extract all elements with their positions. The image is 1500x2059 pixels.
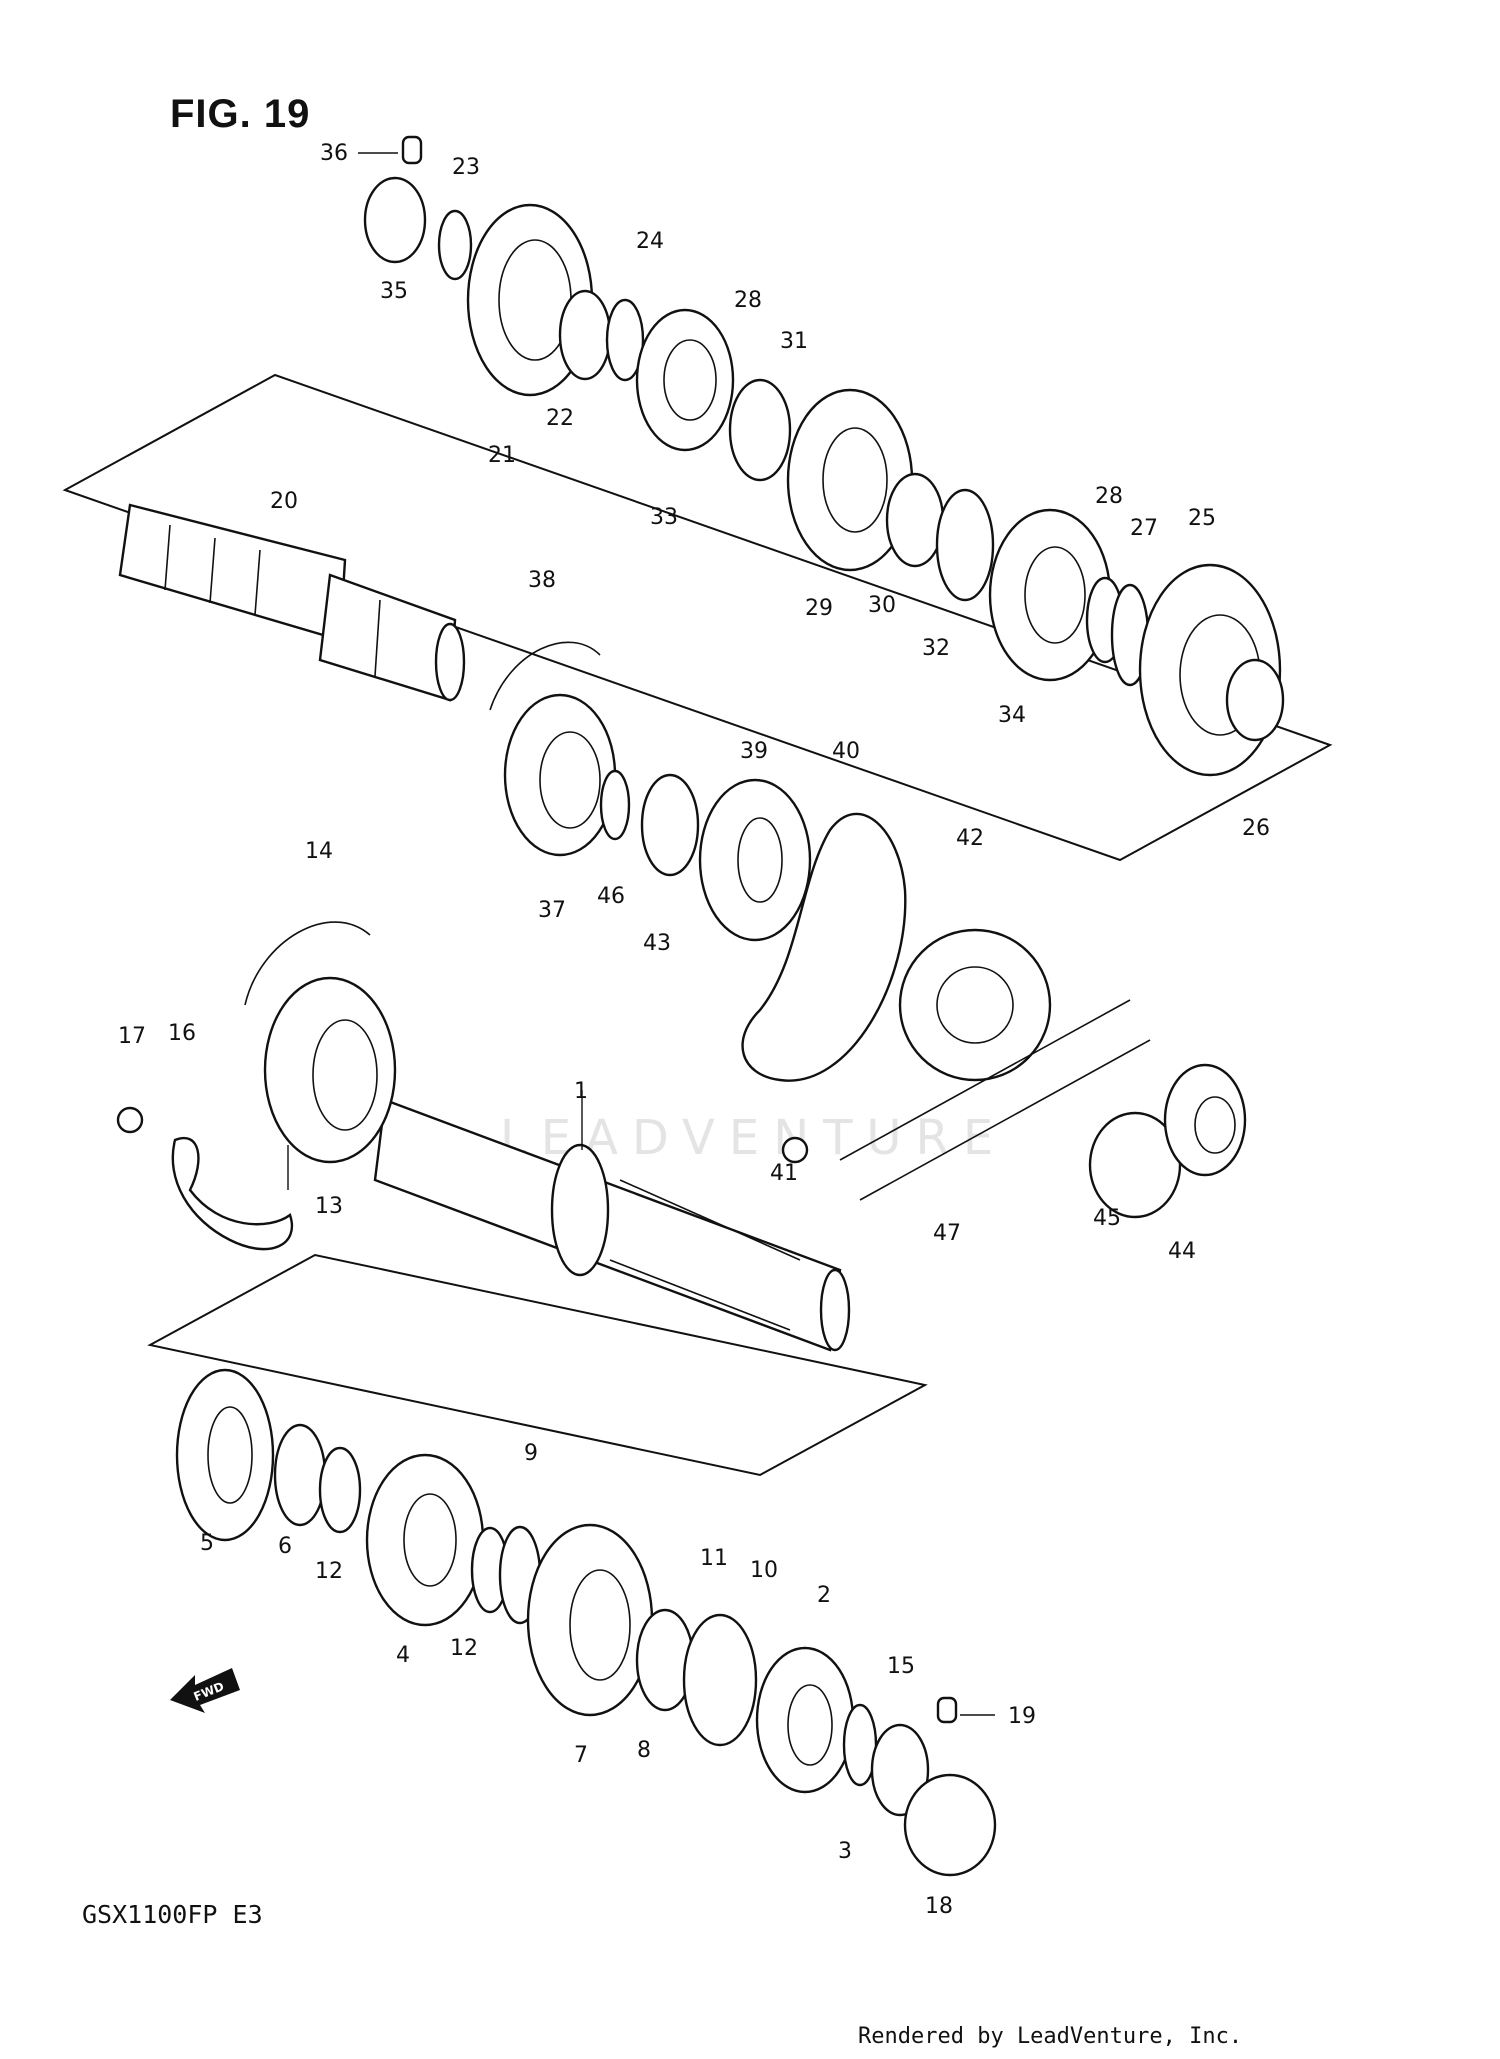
callout-45: 45 xyxy=(1093,1206,1121,1231)
callout-1: 1 xyxy=(574,1079,588,1104)
callout-8: 8 xyxy=(637,1738,651,1763)
callout-3: 3 xyxy=(838,1839,852,1864)
callout-37: 37 xyxy=(538,898,566,923)
callout-20: 20 xyxy=(270,489,298,514)
callout-21: 21 xyxy=(488,443,516,468)
leader-lines xyxy=(287,152,995,1716)
upper-gears xyxy=(363,176,1285,777)
callout-33: 33 xyxy=(650,505,678,530)
callout-32: 32 xyxy=(922,636,950,661)
callout-26: 26 xyxy=(1242,816,1270,841)
callout-22: 22 xyxy=(546,406,574,431)
driveshaft xyxy=(373,1098,851,1352)
callout-13: 13 xyxy=(315,1194,343,1219)
callout-2: 2 xyxy=(817,1583,831,1608)
callout-15: 15 xyxy=(887,1654,915,1679)
lower-left-components xyxy=(171,921,397,1251)
callout-38: 38 xyxy=(528,568,556,593)
callout-46: 46 xyxy=(597,884,625,909)
callout-36: 36 xyxy=(320,141,348,166)
render-credit: Rendered by LeadVenture, Inc. xyxy=(858,2024,1243,2049)
callout-4: 4 xyxy=(396,1643,410,1668)
callout-30: 30 xyxy=(868,593,896,618)
lower-assembly-frame xyxy=(147,1253,928,1477)
callout-16: 16 xyxy=(168,1021,196,1046)
callout-17: 17 xyxy=(118,1024,146,1049)
callout-29: 29 xyxy=(805,596,833,621)
callout-25: 25 xyxy=(1188,506,1216,531)
callout-27: 27 xyxy=(1130,516,1158,541)
callout-47: 47 xyxy=(933,1221,961,1246)
callout-11: 11 xyxy=(700,1546,728,1571)
callout-10: 10 xyxy=(750,1558,778,1583)
callout-23: 23 xyxy=(452,155,480,180)
callout-35: 35 xyxy=(380,279,408,304)
callout-34: 34 xyxy=(998,703,1026,728)
callout-5: 5 xyxy=(200,1531,214,1556)
middle-components xyxy=(116,641,1247,1219)
callout-18: 18 xyxy=(925,1894,953,1919)
callout-7: 7 xyxy=(574,1743,588,1768)
lower-gears xyxy=(175,135,997,1877)
callout-44: 44 xyxy=(1168,1239,1196,1264)
callout-39: 39 xyxy=(740,739,768,764)
callout-24: 24 xyxy=(636,229,664,254)
figure-title: FIG. 19 xyxy=(170,92,311,136)
callout-19: 19 xyxy=(1008,1704,1036,1729)
callout-31: 31 xyxy=(780,329,808,354)
callout-9: 9 xyxy=(524,1441,538,1466)
callout-41: 41 xyxy=(770,1161,798,1186)
callout-labels: 1 2 3 4 5 6 7 8 9 10 11 12 12 13 14 15 1… xyxy=(118,141,1270,1919)
callout-43: 43 xyxy=(643,931,671,956)
callout-28a: 28 xyxy=(734,288,762,313)
callout-6: 6 xyxy=(278,1534,292,1559)
fwd-arrow-icon: FWD xyxy=(170,1668,240,1713)
callout-12a: 12 xyxy=(315,1559,343,1584)
callout-42: 42 xyxy=(956,826,984,851)
callout-12b: 12 xyxy=(450,1636,478,1661)
upper-assembly-frame xyxy=(62,373,1333,862)
countershaft xyxy=(118,503,466,702)
callout-40: 40 xyxy=(832,739,860,764)
callout-14: 14 xyxy=(305,839,333,864)
model-code: GSX1100FP E3 xyxy=(82,1900,263,1929)
callout-28b: 28 xyxy=(1095,484,1123,509)
